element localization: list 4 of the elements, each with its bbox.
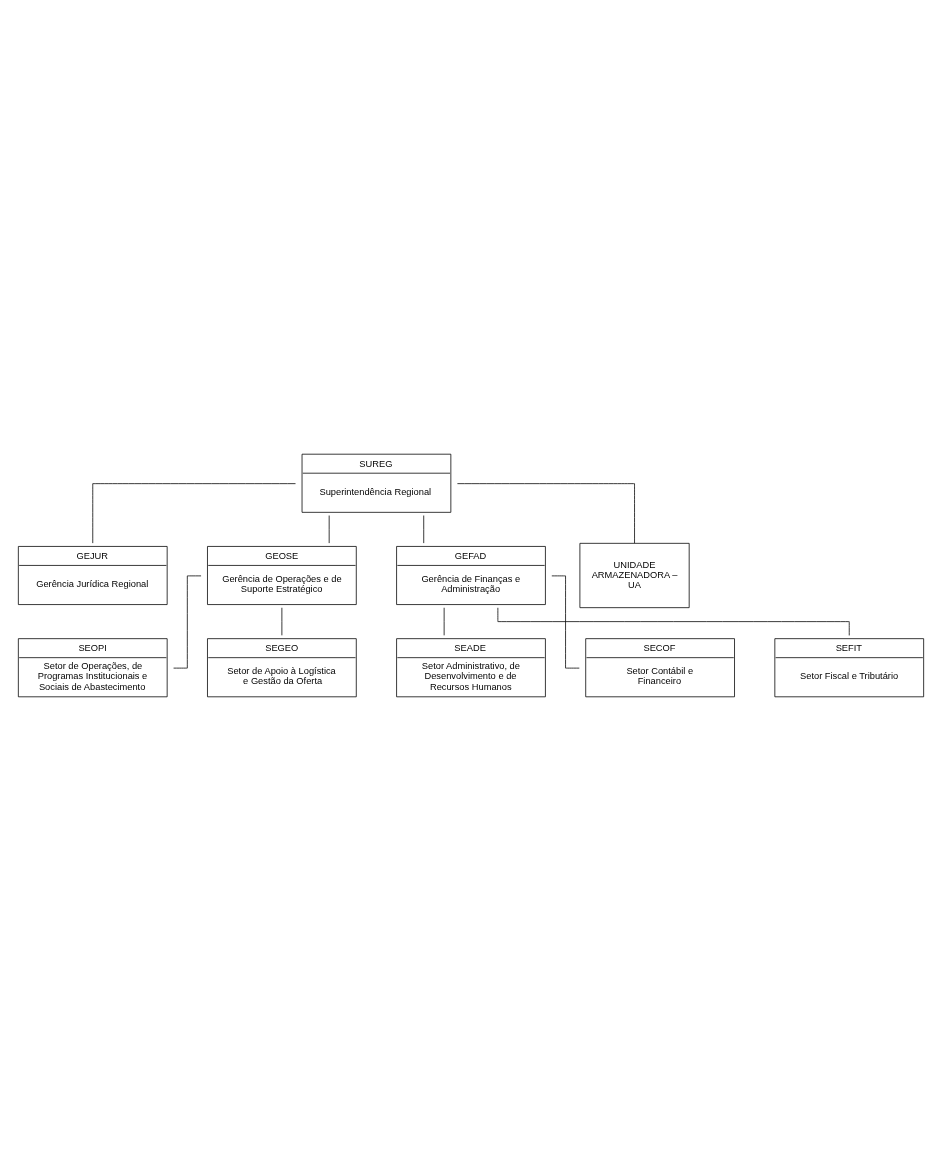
connector <box>91 483 296 544</box>
connector <box>456 483 635 544</box>
node-box: UNIDADE ARMAZENADORA – UA <box>579 542 690 609</box>
connector <box>172 575 201 669</box>
